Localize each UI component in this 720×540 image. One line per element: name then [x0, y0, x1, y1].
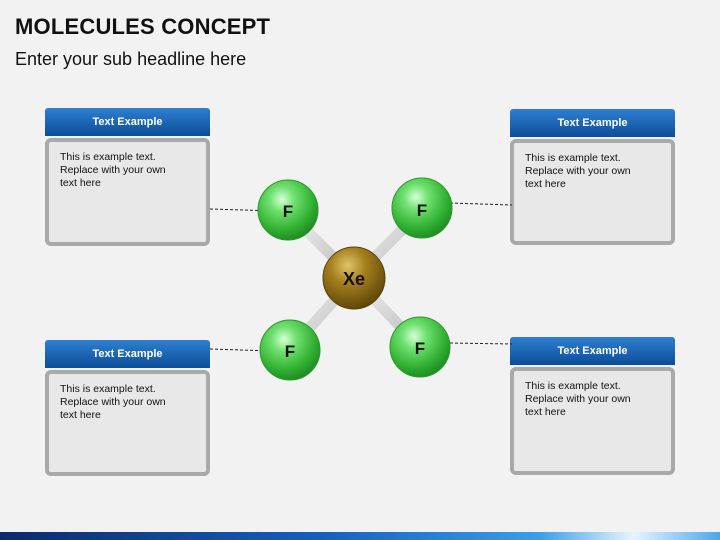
card-text-line: Replace with your own	[525, 165, 631, 177]
card-body: This is example text. Replace with your …	[45, 370, 210, 476]
footer-gradient-bar	[0, 532, 720, 540]
card-text-line: text here	[525, 406, 566, 418]
card-text-line: text here	[525, 178, 566, 190]
atom-label: F	[285, 342, 295, 361]
atom-f-bottom-left: F	[259, 319, 321, 381]
card-text-line: This is example text.	[60, 383, 156, 395]
text-card-bottom-left: Text Example This is example text. Repla…	[45, 340, 210, 476]
connector-line	[449, 202, 513, 206]
card-header: Text Example	[45, 340, 210, 368]
card-text-line: Replace with your own	[60, 164, 166, 176]
card-text-line: Replace with your own	[60, 396, 166, 408]
card-text-line: text here	[60, 409, 101, 421]
card-body: This is example text. Replace with your …	[510, 367, 675, 475]
text-card-bottom-right: Text Example This is example text. Repla…	[510, 337, 675, 475]
atom-f-top-right: F	[391, 177, 453, 239]
atom-label: F	[417, 201, 427, 220]
atom-label: Xe	[343, 269, 365, 289]
card-text-line: This is example text.	[525, 380, 621, 392]
atom-label: F	[283, 202, 293, 221]
atom-label: F	[415, 339, 425, 358]
card-header: Text Example	[510, 337, 675, 365]
atom-f-top-left: F	[257, 179, 319, 241]
card-text-line: Replace with your own	[525, 393, 631, 405]
card-text-line: This is example text.	[525, 152, 621, 164]
atom-xe-center: Xe	[322, 246, 386, 310]
card-header: Text Example	[45, 108, 210, 136]
text-card-top-left: Text Example This is example text. Repla…	[45, 108, 210, 246]
card-text-line: text here	[60, 177, 101, 189]
page-subtitle: Enter your sub headline here	[15, 49, 247, 69]
card-text-line: This is example text.	[60, 151, 156, 163]
text-card-top-right: Text Example This is example text. Repla…	[510, 109, 675, 245]
card-body: This is example text. Replace with your …	[510, 139, 675, 245]
atom-f-bottom-right: F	[389, 316, 451, 378]
card-body: This is example text. Replace with your …	[45, 138, 210, 246]
connector-line	[449, 342, 513, 345]
card-header: Text Example	[510, 109, 675, 137]
page-title: MOLECULES CONCEPT	[15, 14, 271, 39]
